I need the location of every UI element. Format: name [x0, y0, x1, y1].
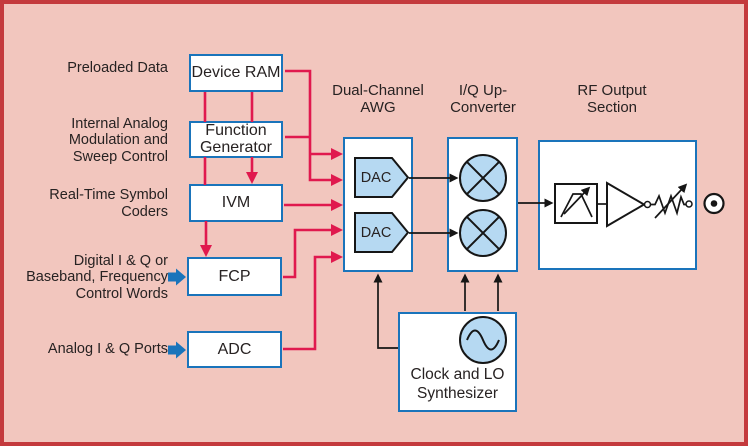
header-rf-output: RF Output Section [577, 82, 647, 116]
clock-synth-block: Clock and LO Synthesizer [398, 312, 517, 412]
line-adc-to-awg [283, 251, 343, 351]
label-internal-analog: Internal Analog Modulation and Sweep Con… [68, 115, 168, 165]
device-ram-label: Device RAM [191, 64, 281, 82]
adc-block: ADC [187, 331, 282, 368]
adc-label: ADC [217, 340, 252, 358]
dac-a-label: DAC [360, 169, 392, 186]
awg-container-block [343, 137, 413, 272]
rf-output-container-block [538, 140, 697, 270]
iq-upconverter-container-block [447, 137, 518, 272]
fcp-label: FCP [218, 267, 251, 285]
device-ram-block: Device RAM [189, 54, 283, 92]
function-generator-label: Function Generator [199, 122, 273, 156]
digital-input-arrow-icon [168, 268, 186, 286]
ivm-label: IVM [221, 194, 251, 212]
clock-synth-label: Clock and LO Synthesizer [410, 366, 505, 402]
label-analog-iq: Analog I & Q Ports [47, 341, 168, 357]
label-realtime-symbol: Real-Time Symbol Coders [49, 187, 168, 220]
header-iq-upconverter: I/Q Up- Converter [450, 82, 516, 116]
dac-b-label: DAC [360, 225, 392, 241]
line-synth-to-awg [373, 273, 398, 349]
header-awg: Dual-Channel AWG [332, 82, 424, 116]
function-generator-block: Function Generator [189, 121, 283, 158]
rf-output-connector-icon [703, 192, 725, 215]
line-fcp-to-awg [283, 224, 343, 279]
label-digital-iq: Digital I & Q or Baseband, Frequency Con… [26, 252, 168, 302]
fcp-block: FCP [187, 257, 282, 296]
analog-input-arrow-icon [168, 341, 186, 359]
label-preloaded-data: Preloaded Data [67, 60, 168, 76]
ivm-block: IVM [189, 184, 283, 222]
